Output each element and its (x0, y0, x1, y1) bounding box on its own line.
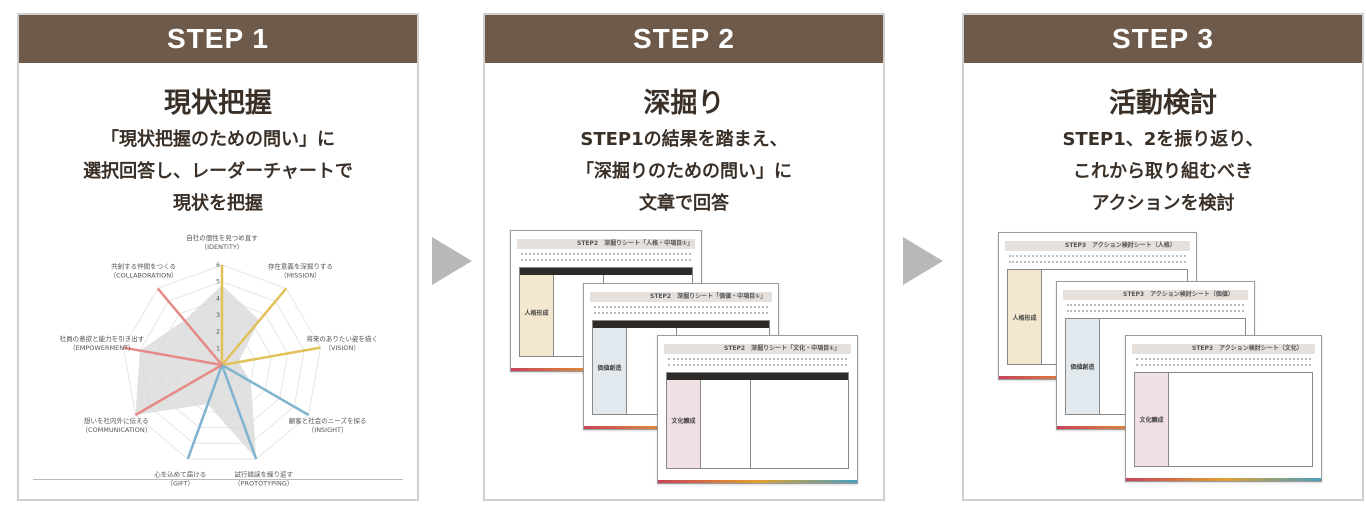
axis-spoke (220, 364, 258, 460)
axis-sublabel: （COMMUNICATION） (81, 426, 151, 434)
tick-label: 1 (216, 345, 220, 352)
arrow-icon (432, 237, 472, 285)
sheet-title: STEP3 アクション検討シート（価値） (1063, 290, 1248, 300)
sheet-table: 価値創造 (592, 320, 770, 415)
axis-spoke (123, 346, 223, 367)
axis-sublabel: （GIFT） (166, 480, 194, 488)
step1-panel: STEP 1 現状把握 「現状把握のための問い」に 選択回答し、レーダーチャート… (17, 13, 419, 501)
step-header: STEP 2 (485, 15, 883, 63)
grid-ring (139, 281, 305, 444)
arrow-icon (903, 237, 943, 285)
worksheet-thumbnail: STEP3 アクション検討シート（文化） 文化醸成 (1125, 335, 1322, 482)
tick-label: 3 (216, 312, 220, 319)
radar-chart: 自社の個性を見つめ直す（IDENTITY） 存在意義を深掘りする（MISSION）… (60, 233, 378, 488)
data-area (135, 285, 260, 459)
sheet-accent (1126, 478, 1321, 481)
axis-spoke (134, 363, 223, 417)
sheet-title: STEP2 深掘りシート「価値・中項目①」 (590, 292, 772, 302)
axis-spoke (221, 287, 288, 366)
axis-spoke (186, 364, 224, 460)
sheet-title: STEP3 アクション検討シート（文化） (1132, 344, 1315, 354)
step-title: 活動検討 (1109, 88, 1217, 119)
axis-label: 自社の個性を見つめ直す (186, 233, 258, 242)
step-description: STEP1の結果を踏まえ、 「深掘りのための問い」に 文章で回答 (576, 129, 792, 214)
divider (33, 479, 403, 480)
axis-label: 顧客と社会のニーズを探る (289, 416, 367, 425)
sheet-note (1009, 255, 1186, 263)
axis-label: 将来のありたい姿を描く (306, 334, 378, 343)
sheet-category: 価値創造 (593, 321, 627, 414)
tick-label: 2 (216, 329, 220, 336)
table-column (701, 373, 751, 468)
sheet-note (594, 306, 768, 314)
sheet-title: STEP2 深掘りシート「文化・中項目①」 (664, 344, 851, 354)
axis-label: 想いを社内外に伝える (84, 416, 149, 425)
step-description: 「現状把握のための問い」に 選択回答し、レーダーチャートで 現状を把握 (83, 129, 353, 214)
axis-sublabel: （INSIGHT） (308, 426, 348, 434)
step-header: STEP 3 (964, 15, 1362, 63)
sheet-note (1136, 358, 1311, 366)
sheet-category: 人格形成 (520, 268, 554, 356)
table-header (520, 268, 692, 275)
grid-ring (122, 264, 322, 460)
step-description: STEP1、2を振り返り、 これから取り組むべき アクションを検討 (1062, 129, 1264, 214)
axis-spoke (221, 346, 321, 367)
step-title: 深掘り (643, 88, 725, 119)
axis-label: 共創する仲間をつくる (111, 262, 176, 271)
axis-label: 存在意義を深掘りする (268, 262, 333, 271)
axis-label: 心を込めて届ける (154, 470, 206, 479)
table-header (593, 321, 769, 328)
sheet-category: 文化醸成 (1135, 373, 1169, 466)
axis-spoke (156, 287, 223, 366)
sheet-table: 文化醸成 (666, 372, 849, 469)
worksheet-thumbnail: STEP2 深掘りシート「文化・中項目①」 文化醸成 (657, 335, 858, 484)
sheet-category: 価値創造 (1066, 319, 1100, 414)
tick-label: 6 (216, 262, 220, 269)
step-title: 現状把握 (164, 88, 272, 119)
sheet-note (1067, 304, 1244, 312)
axis-sublabel: （IDENTITY） (201, 243, 244, 251)
axis-sublabel: （PROTOTYPING） (234, 480, 293, 488)
table-header (667, 373, 848, 380)
axis-sublabel: （VISION） (324, 344, 359, 352)
axis-sublabel: （EMPOWERMENT） (69, 344, 134, 352)
sheet-title: STEP3 アクション検討シート（人格） (1005, 241, 1190, 251)
axis-label: 試行錯誤を繰り返す (234, 470, 293, 479)
axis-sublabel: （COLLABORATION） (110, 272, 178, 280)
sheet-note (521, 253, 691, 261)
sheet-category: 人格形成 (1008, 270, 1042, 364)
axis-spoke (221, 363, 310, 417)
sheet-title: STEP2 深掘りシート「人格・中項目①」 (517, 239, 695, 249)
sheet-table: 文化醸成 (1134, 372, 1313, 467)
sheet-accent (658, 480, 857, 483)
axis-sublabel: （MISSION） (280, 272, 321, 280)
sheet-category: 文化醸成 (667, 373, 701, 468)
tick-label: 5 (216, 279, 220, 286)
sheet-note (668, 358, 847, 366)
step-header: STEP 1 (19, 15, 417, 63)
axis-label: 社員の意欲と能力を引き出す (60, 334, 145, 343)
tick-label: 4 (216, 295, 220, 302)
